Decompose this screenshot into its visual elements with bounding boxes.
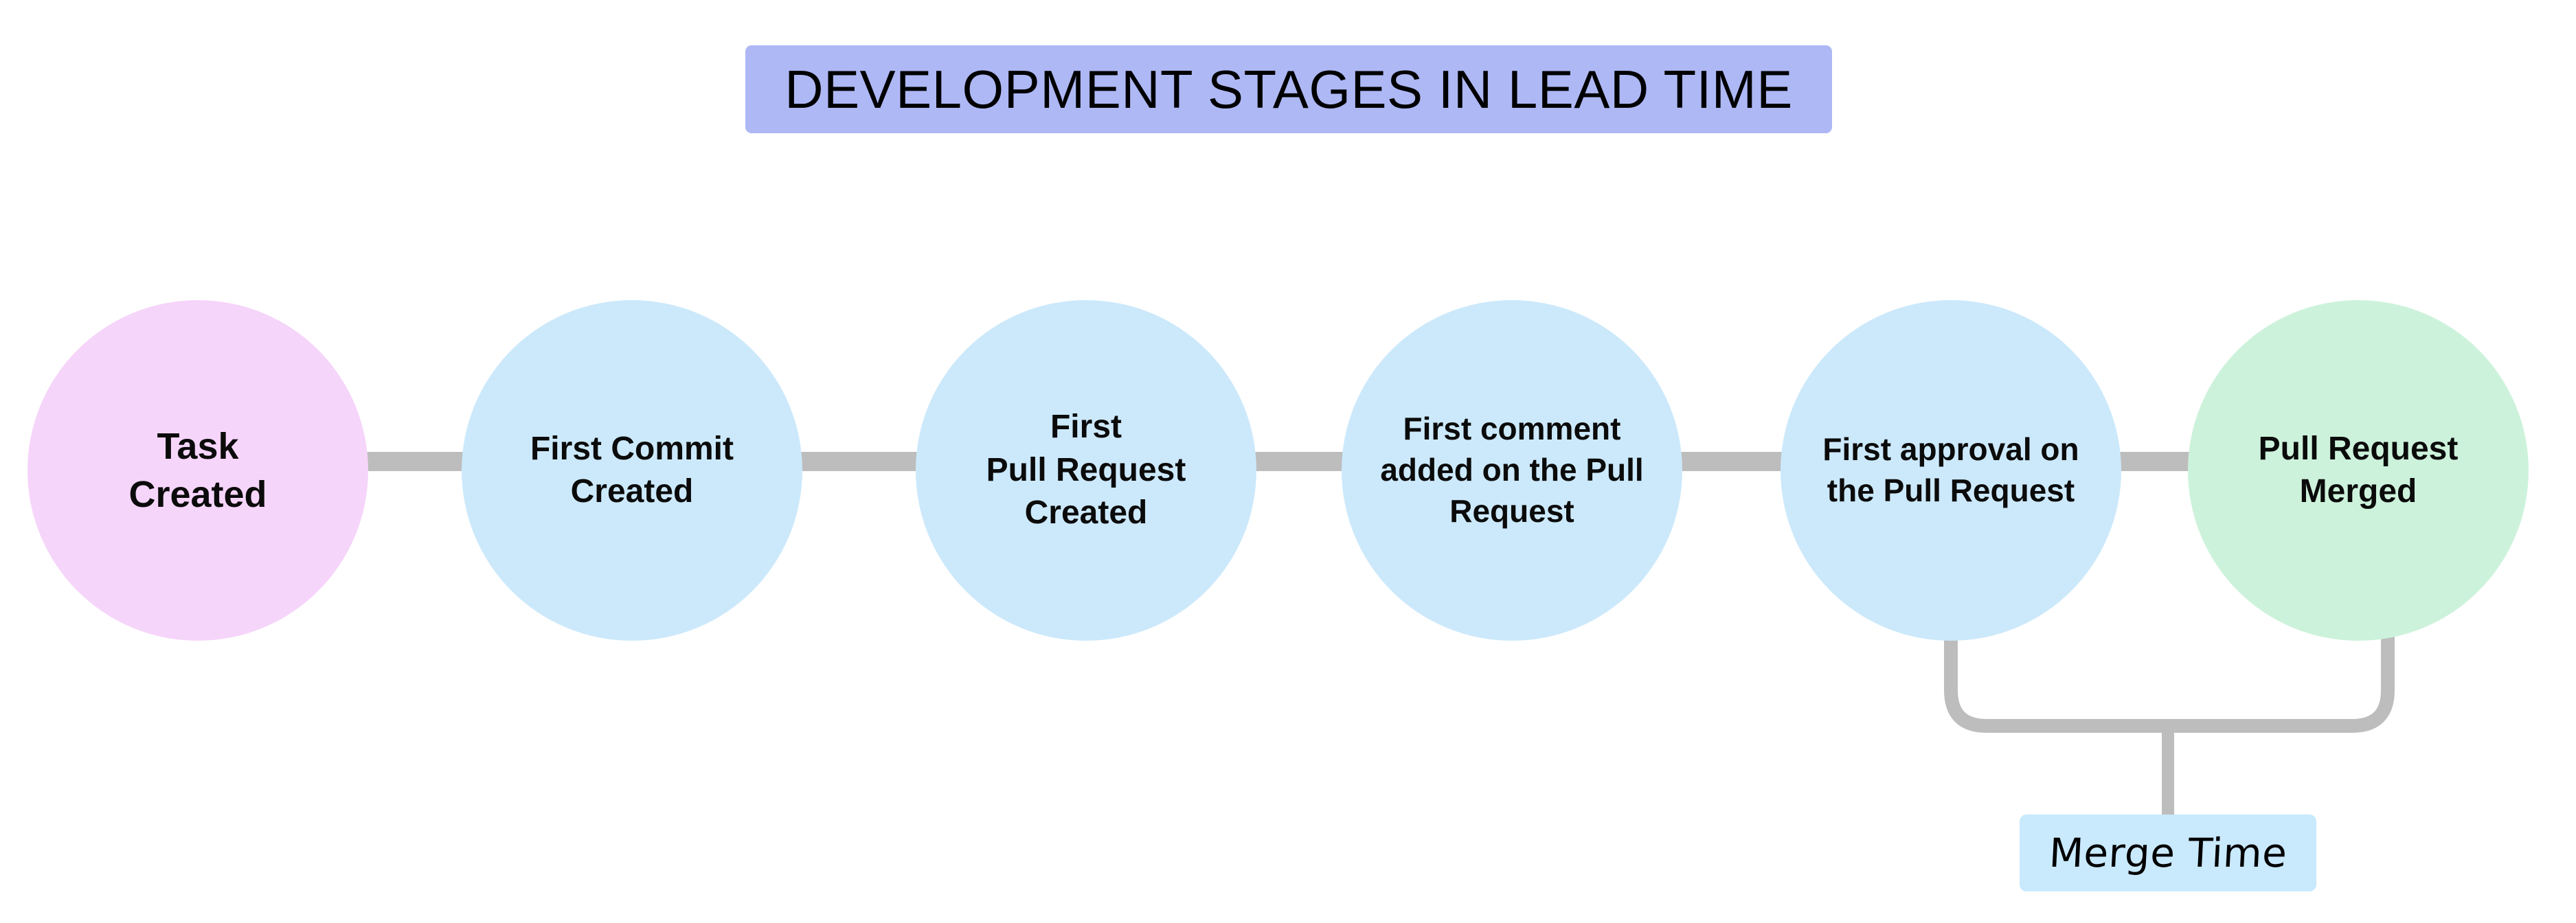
stage-node-first-approval-on-pull-request[interactable]: First approval on the Pull Request bbox=[1781, 300, 2121, 641]
stage-label-pull-request-merged: Pull Request Merged bbox=[2258, 430, 2459, 510]
merge-time-label: Merge Time bbox=[2047, 830, 2289, 876]
page-title: DEVELOPMENT STAGES IN LEAD TIME bbox=[784, 59, 1793, 119]
stage-node-first-pull-request-created[interactable]: First Pull Request Created bbox=[916, 300, 1256, 641]
stage-node-first-comment-on-pull-request[interactable]: First comment added on the Pull Request bbox=[1342, 300, 1682, 641]
stage-label-first-approval-on-pull-request: First approval on the Pull Request bbox=[1822, 431, 2079, 508]
stage-node-first-commit-created[interactable]: First Commit Created bbox=[462, 300, 802, 641]
diagram-title-banner: DEVELOPMENT STAGES IN LEAD TIME bbox=[745, 45, 1832, 133]
stage-label-first-commit-created: First Commit Created bbox=[530, 430, 734, 510]
stage-label-first-comment-on-pull-request: First comment added on the Pull Request bbox=[1380, 411, 1644, 529]
stage-node-task-created[interactable]: Task Created bbox=[27, 300, 368, 641]
stage-label-first-pull-request-created: First Pull Request Created bbox=[986, 409, 1186, 532]
stage-label-task-created: Task Created bbox=[128, 425, 267, 515]
merge-time-callout[interactable]: Merge Time bbox=[2020, 814, 2316, 891]
merge-time-bracket bbox=[1944, 622, 2395, 733]
stage-node-pull-request-merged[interactable]: Pull Request Merged bbox=[2188, 300, 2529, 641]
